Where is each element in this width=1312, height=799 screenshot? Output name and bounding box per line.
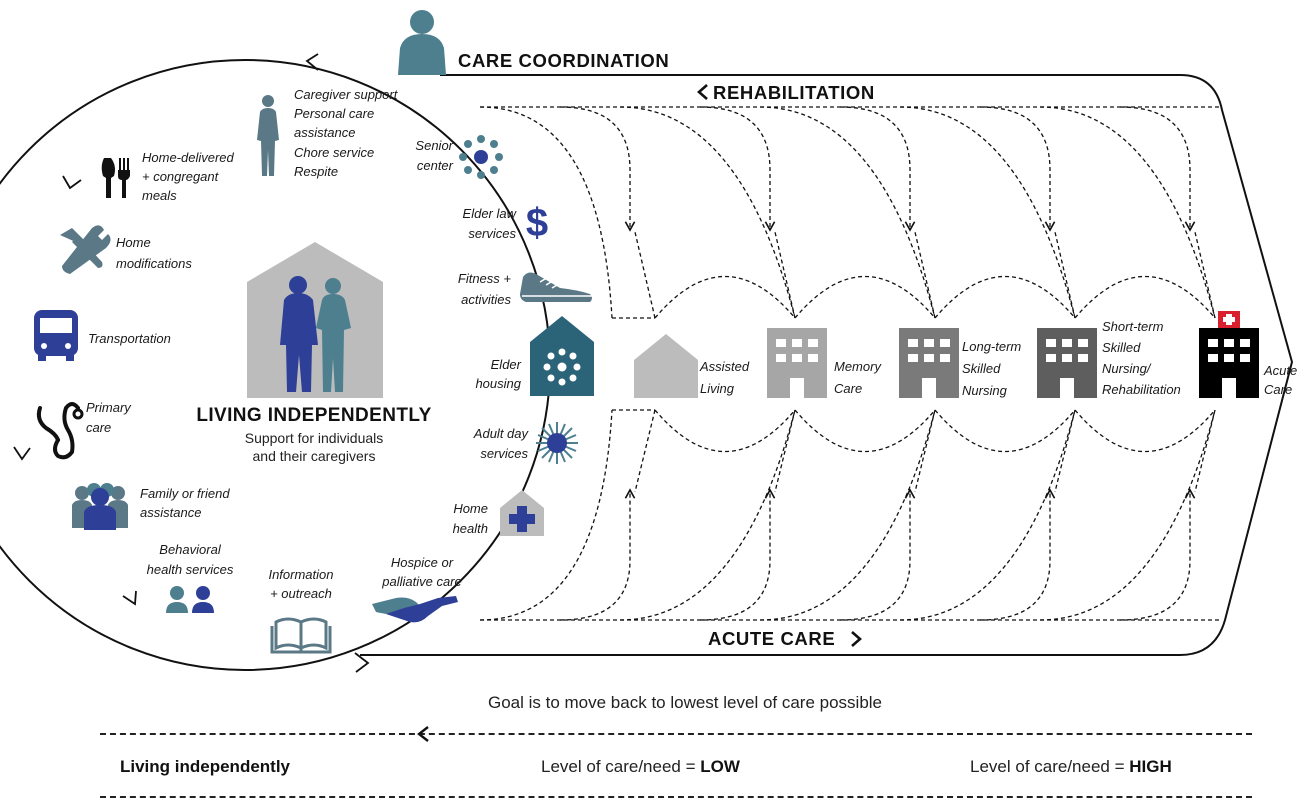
svg-text:Personal care: Personal care: [294, 106, 374, 121]
circle-flow-arrows: [13, 53, 370, 673]
home-health-icon: [500, 490, 544, 536]
memory-care-building-icon: [767, 328, 827, 398]
assisted-living-icon: [634, 334, 698, 398]
goal-left-arrow-icon: [417, 726, 429, 742]
home-health-label-2: health: [453, 521, 488, 536]
dollar-icon: $: [526, 201, 548, 245]
senior-center-label-2: center: [417, 158, 454, 173]
care-coordination-label: CARE COORDINATION: [458, 50, 669, 71]
acute-care-flow-label: ACUTE CARE: [708, 628, 835, 649]
elder-law-label-2: services: [468, 226, 516, 241]
svg-text:Caregiver support: Caregiver support: [294, 87, 399, 102]
care-track-outline: [360, 74, 1294, 656]
low-level-text: Level of care/need = LOW: [541, 757, 740, 776]
acute-care-label-1: Acute: [1263, 363, 1297, 378]
fork-knife-icon: [101, 158, 130, 198]
svg-text:assistance: assistance: [294, 125, 355, 140]
high-value: HIGH: [1129, 757, 1172, 776]
family-label-1: Family or friend: [140, 486, 230, 501]
center-subtitle-2: and their caregivers: [253, 448, 376, 464]
meals-label-3: meals: [142, 188, 177, 203]
adult-day-label-2: services: [480, 446, 528, 461]
memory-care-label-2: Care: [834, 381, 862, 396]
open-book-icon: [270, 617, 332, 654]
long-term-label-2: Skilled: [962, 361, 1001, 376]
long-term-label-3: Nursing: [962, 383, 1008, 398]
long-term-building-icon: [899, 328, 959, 398]
rehab-arrow-icon: [697, 84, 708, 100]
family-label-2: assistance: [140, 505, 201, 520]
elder-housing-icon: [530, 316, 594, 396]
rehabilitation-label: REHABILITATION: [713, 82, 875, 103]
elder-housing-label-1: Elder: [491, 357, 522, 372]
dashed-flows: [479, 106, 1220, 621]
adult-day-label-1: Adult day: [473, 426, 530, 441]
goal-text: Goal is to move back to lowest level of …: [487, 693, 883, 712]
meals-label-1: Home-delivered: [142, 150, 235, 165]
svg-text:Chore service: Chore service: [294, 145, 374, 160]
center-subtitle-1: Support for individuals: [245, 430, 384, 446]
home-mods-label-2: modifications: [116, 256, 192, 271]
svg-text:Respite: Respite: [294, 164, 338, 179]
home-mods-label-1: Home: [116, 235, 151, 250]
high-level-text: Level of care/need = HIGH: [970, 757, 1172, 776]
hospital-building-icon: [1199, 311, 1259, 398]
goal-divider-bottom: [100, 796, 1252, 798]
hammer-wrench-icon: [60, 225, 111, 274]
stethoscope-icon: [36, 402, 84, 460]
long-term-label-1: Long-term: [962, 339, 1021, 354]
information-label-2: + outreach: [270, 586, 332, 601]
short-term-label-3: Nursing/: [1102, 361, 1152, 376]
family-group-icon: [72, 483, 128, 530]
goal-divider-top: [100, 733, 1252, 735]
assisted-living-label-1: Assisted: [699, 359, 750, 374]
short-term-label-2: Skilled: [1102, 340, 1141, 355]
elder-housing-label-2: housing: [475, 376, 521, 391]
low-value: LOW: [700, 757, 740, 776]
hospice-hands-icon: [372, 596, 458, 623]
acute-arrow-icon: [851, 631, 862, 647]
center-title: LIVING INDEPENDENTLY: [196, 405, 431, 426]
fitness-label-2: activities: [461, 292, 511, 307]
behavioral-label-1: Behavioral: [159, 542, 222, 557]
short-term-label-4: Rehabilitation: [1102, 382, 1181, 397]
bus-icon: [34, 310, 78, 361]
living-independently-footer-label: Living independently: [120, 757, 291, 776]
transportation-label: Transportation: [88, 331, 171, 346]
senior-center-icon: [459, 135, 503, 179]
behavioral-label-2: health services: [147, 562, 234, 577]
living-independently-house-icon: [247, 242, 383, 398]
elder-law-label-1: Elder law: [463, 206, 518, 221]
primary-care-label-1: Primary: [86, 400, 132, 415]
hospice-label-2: palliative care: [381, 574, 462, 589]
memory-care-label-1: Memory: [834, 359, 882, 374]
meals-label-2: + congregant: [142, 169, 220, 184]
primary-care-label-2: care: [86, 420, 111, 435]
caregiver-icon: [257, 95, 279, 176]
short-term-building-icon: [1037, 328, 1097, 398]
information-label-1: Information: [268, 567, 333, 582]
short-term-label-1: Short-term: [1102, 319, 1164, 334]
caregiver-labels: Caregiver support Personal care assistan…: [294, 87, 399, 179]
fitness-label-1: Fitness +: [458, 271, 512, 286]
hospice-label-1: Hospice or: [391, 555, 454, 570]
home-health-label-1: Home: [453, 501, 488, 516]
acute-care-label-2: Care: [1264, 382, 1292, 397]
assisted-living-label-2: Living: [700, 381, 735, 396]
sunburst-icon: [536, 422, 578, 464]
sneaker-icon: [520, 272, 592, 302]
senior-center-label-1: Senior: [415, 138, 453, 153]
care-coordinator-icon: [398, 10, 446, 75]
behavioral-health-icon: [166, 586, 214, 613]
